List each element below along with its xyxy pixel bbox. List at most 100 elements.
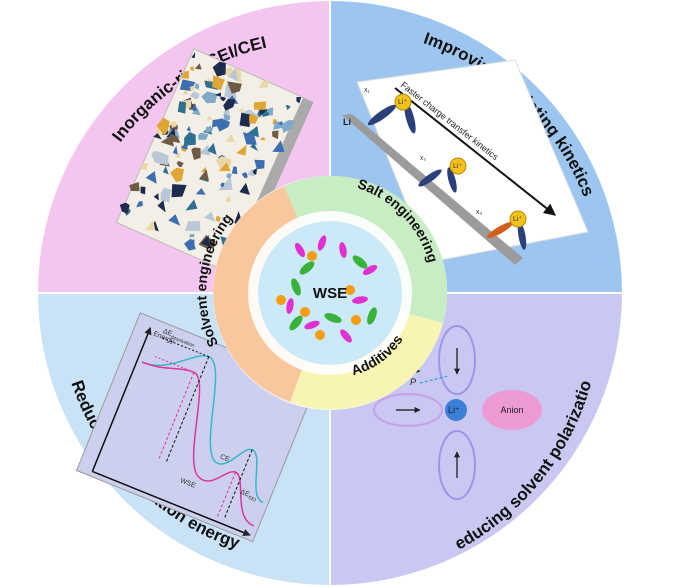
mosaic-fragment — [223, 98, 236, 111]
mosaic-fragment — [191, 147, 201, 160]
mosaic-fragment — [272, 140, 285, 152]
mosaic-fragment — [191, 107, 201, 116]
mosaic-fragment — [190, 66, 194, 71]
mosaic-fragment — [139, 162, 148, 171]
mosaic-fragment — [260, 137, 266, 141]
mosaic-fragment — [184, 131, 196, 146]
curve-wse — [141, 361, 255, 527]
mosaic-fragment — [262, 110, 269, 117]
mosaic-fragment — [219, 96, 227, 102]
mosaic-fragment — [175, 152, 181, 159]
mosaic-fragment — [189, 91, 200, 100]
mosaic-fragment — [185, 199, 198, 211]
mosaic-fragment — [177, 101, 186, 114]
mosaic-fragment — [222, 217, 227, 222]
mosaic-fragment — [225, 134, 236, 143]
mosaic-fragment — [214, 92, 221, 97]
electrode-label: Li — [343, 117, 351, 127]
mosaic-fragment — [198, 132, 209, 140]
mosaic-fragment — [189, 85, 196, 92]
mosaic-fragment — [200, 166, 207, 173]
mosaic-fragment — [200, 235, 211, 248]
mosaic-fragment — [215, 215, 221, 223]
mosaic-fragment — [191, 52, 196, 59]
svg-text:Li⁺: Li⁺ — [448, 405, 460, 415]
solvent-dipole-left — [373, 393, 443, 427]
mosaic-fragment — [189, 233, 195, 238]
mosaic-fragment — [218, 162, 231, 172]
svg-text:Li⁺: Li⁺ — [398, 99, 407, 106]
core-molecules — [276, 235, 378, 343]
kinetics-arrow — [394, 87, 556, 216]
curve-ce — [141, 355, 264, 504]
mosaic-fragment — [129, 182, 140, 192]
mosaic-fragment — [259, 79, 270, 89]
mosaic-fragment — [201, 91, 218, 104]
mosaic-fragment — [296, 96, 302, 104]
sei-mosaic-image — [115, 48, 314, 276]
mosaic-fragment — [242, 132, 257, 145]
mosaic-fragment — [170, 167, 185, 183]
mosaic-fragment — [191, 105, 197, 112]
mosaic-fragment — [199, 169, 209, 181]
mosaic-fragment — [195, 187, 206, 195]
mosaic-fragment — [272, 130, 279, 140]
svg-text:Li⁺: Li⁺ — [513, 216, 522, 223]
mosaic-fragment — [183, 90, 189, 95]
mosaic-fragment — [153, 133, 162, 140]
mosaic-fragment — [186, 125, 191, 132]
mosaic-fragment — [285, 104, 291, 111]
mosaic-fragment — [246, 168, 255, 177]
mosaic-fragment — [160, 135, 175, 147]
mosaic-fragment — [228, 67, 238, 82]
distance-x3: x₃ — [476, 209, 483, 216]
mosaic-fragment — [254, 159, 265, 170]
mosaic-fragment — [170, 121, 177, 128]
mosaic-fragment — [162, 165, 169, 175]
distance-x2: x₂ — [420, 155, 427, 162]
mosaic-fragment — [153, 193, 159, 201]
mosaic-fragment — [207, 142, 217, 155]
mosaic-fragment — [194, 63, 202, 70]
mosaic-fragment — [156, 117, 170, 136]
mosaic-fragment — [226, 196, 231, 203]
mosaic-fragment — [247, 126, 259, 138]
mosaic-fragment — [155, 151, 169, 166]
curve-ce-label: CE — [219, 454, 231, 464]
mosaic-fragment — [231, 166, 238, 175]
solvent-dipole-bottom — [438, 430, 476, 500]
mosaic-fragment — [168, 214, 181, 226]
solvent-dipole-top — [438, 325, 476, 395]
mosaic-fragment — [136, 201, 143, 208]
anion — [482, 390, 542, 430]
mosaic-fragment — [206, 115, 213, 120]
mosaic-fragment — [140, 186, 146, 195]
mosaic-fragment — [281, 120, 295, 133]
mosaic-fragment — [194, 83, 200, 90]
li-ion-3: Li⁺ x₃ — [476, 209, 527, 250]
polarization-panel: P Li⁺ Anion — [373, 325, 542, 500]
mosaic-fragment — [236, 144, 247, 156]
li-ion-2: Li⁺ x₂ — [418, 155, 467, 193]
mosaic-fragment — [119, 202, 130, 214]
mosaic-fragment — [253, 101, 266, 110]
p-vector-label: P — [410, 377, 416, 387]
mosaic-fragment — [227, 81, 242, 94]
mosaic-fragment — [203, 211, 216, 222]
mosaic-fragment — [212, 118, 224, 128]
barrier-bottom-label: ΔESEI — [238, 489, 258, 504]
wse-label: WSE — [313, 285, 347, 302]
mosaic-fragment — [205, 126, 214, 133]
mosaic-fragment — [212, 61, 226, 77]
mosaic-fragment — [172, 145, 178, 155]
mosaic-fragment — [212, 75, 225, 91]
mosaic-fragment — [226, 173, 232, 179]
li-electrode — [342, 114, 523, 265]
mosaic-fragment — [184, 238, 196, 251]
li-ion-center — [445, 399, 467, 421]
mosaic-fragment — [145, 170, 157, 184]
mosaic-fragment — [250, 143, 259, 152]
mosaic-fragment — [239, 182, 250, 195]
li-ion-1: Li⁺ x₁ — [364, 87, 416, 134]
